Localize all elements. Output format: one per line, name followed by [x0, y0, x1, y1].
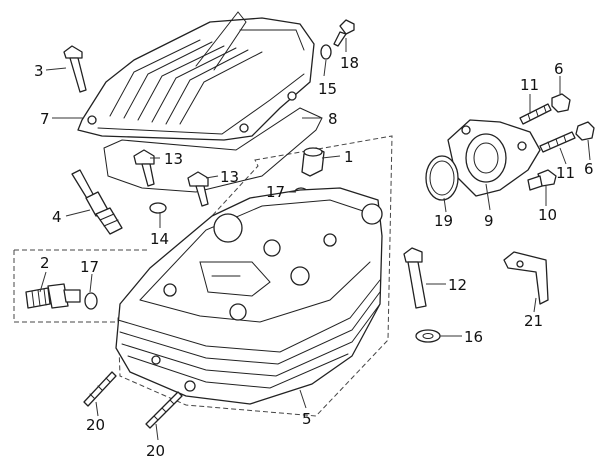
leader-lines [39, 38, 591, 441]
washer-14 [149, 202, 167, 214]
callout-16: 16 [464, 328, 483, 346]
callout-13a: 13 [164, 150, 183, 168]
callout-19: 19 [434, 212, 453, 230]
callout-18: 18 [340, 54, 359, 72]
fitting-2 [25, 283, 81, 309]
bolt-13-left [133, 149, 155, 187]
washer-15 [320, 44, 332, 60]
stud-11-top [519, 103, 552, 125]
callout-12: 12 [448, 276, 467, 294]
intake-manifold [447, 119, 541, 197]
callout-11a: 11 [520, 76, 539, 94]
callout-6b: 6 [584, 160, 594, 178]
callout-14: 14 [150, 230, 169, 248]
cover-bolt [63, 45, 87, 93]
long-bolt-12 [403, 247, 427, 309]
callout-7: 7 [40, 110, 50, 128]
callout-21: 21 [524, 312, 543, 330]
nut-6-bottom [575, 121, 595, 141]
spark-plug [71, 169, 123, 235]
valve-cover-gasket [103, 107, 323, 193]
callout-10: 10 [538, 206, 557, 224]
washer-17-left [84, 292, 98, 310]
bolt-10 [527, 169, 557, 191]
washer-16 [415, 329, 441, 343]
callout-15: 15 [318, 80, 337, 98]
callout-4: 4 [52, 208, 62, 226]
callout-labels: 3 18 15 7 8 13 13 1 17 4 14 2 17 11 6 11… [34, 54, 594, 460]
callout-6a: 6 [554, 60, 564, 78]
sub-assembly-outline [13, 249, 150, 323]
cylinder-head-assembly-outline [117, 135, 393, 417]
callout-17a: 17 [266, 183, 285, 201]
stud-20-left [83, 371, 117, 407]
callout-1: 1 [344, 148, 354, 166]
callout-5: 5 [302, 410, 312, 428]
callout-2: 2 [40, 254, 50, 272]
small-bolt-18 [333, 19, 355, 47]
o-ring-19 [425, 155, 459, 201]
stud-11-bottom [539, 131, 576, 153]
dowel-1 [301, 147, 325, 177]
callout-9: 9 [484, 212, 494, 230]
cylinder-head [115, 187, 383, 405]
bolt-13-right [187, 171, 209, 207]
callout-8: 8 [328, 110, 338, 128]
callout-20a: 20 [86, 416, 105, 434]
callout-17b: 17 [80, 258, 99, 276]
nut-6-top [551, 93, 571, 113]
callout-11b: 11 [556, 164, 575, 182]
valve-cover [77, 11, 315, 141]
bracket-21 [503, 251, 549, 305]
stud-20-bottom [145, 391, 183, 429]
callout-20b: 20 [146, 442, 165, 460]
callout-13b: 13 [220, 168, 239, 186]
callout-3: 3 [34, 62, 44, 80]
